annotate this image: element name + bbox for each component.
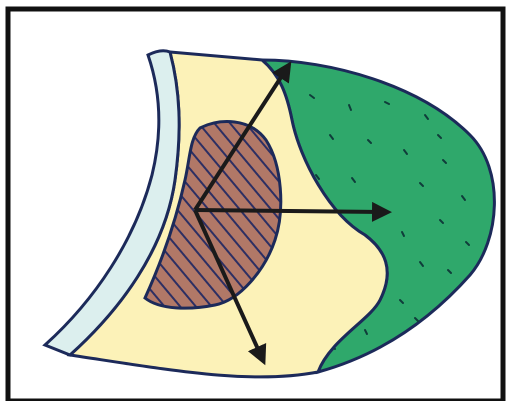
arrow-right — [195, 210, 384, 212]
